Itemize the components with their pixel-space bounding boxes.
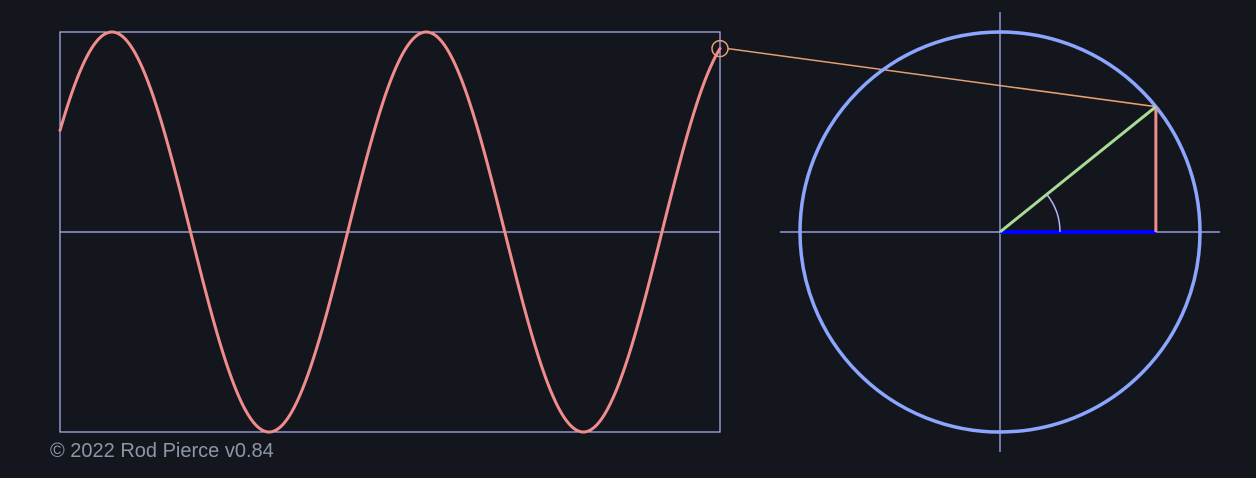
radius-line (999, 105, 1157, 234)
unit-circle (798, 30, 1202, 434)
sine-curve (58, 30, 722, 434)
projection-line (727, 47, 1156, 108)
copyright-credit: © 2022 Rod Pierce v0.84 (50, 440, 274, 462)
angle-arc (1046, 193, 1061, 233)
wave-end-marker[interactable] (711, 39, 729, 58)
